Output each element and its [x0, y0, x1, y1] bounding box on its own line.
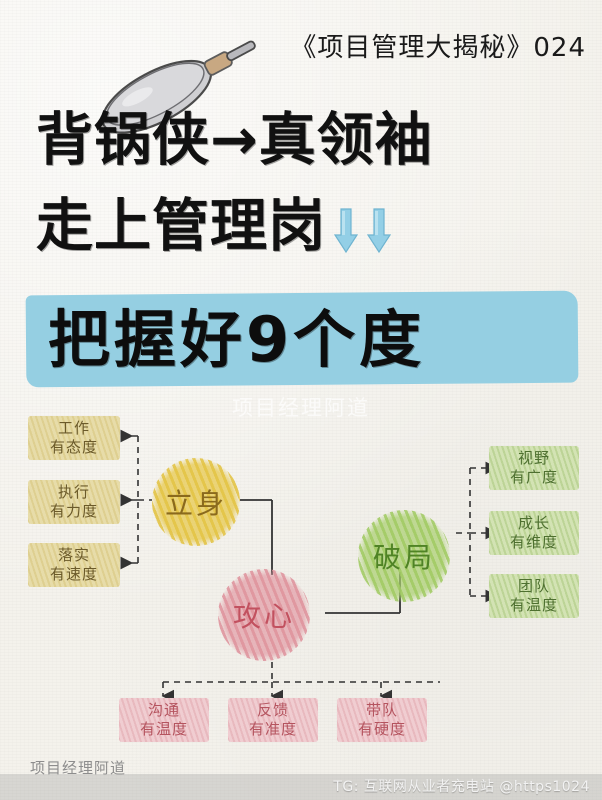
leaf-line-1: 带队 — [365, 701, 398, 719]
leaf-node-left-3[interactable]: 落实 有速度 — [28, 543, 120, 587]
leaf-line-1: 视野 — [517, 449, 550, 467]
leaf-node-right-1[interactable]: 视野 有广度 — [489, 446, 579, 490]
down-arrow-icon-1 — [333, 207, 359, 255]
diagram-connectors — [120, 429, 499, 703]
hub-label: 破局 — [372, 541, 435, 574]
headline-line-3: 把握好9个度 — [48, 303, 426, 376]
headline-line-1: 背锅侠→真领袖 — [36, 107, 433, 173]
leaf-line-1: 执行 — [57, 483, 90, 501]
leaf-node-bottom-2[interactable]: 反馈 有准度 — [228, 698, 318, 742]
hub-node-lishen[interactable]: 立身 — [152, 458, 240, 546]
leaf-line-2: 有硬度 — [357, 720, 406, 738]
hub-node-poju[interactable]: 破局 — [358, 510, 450, 602]
leaf-line-2: 有温度 — [139, 720, 188, 738]
down-arrow-icon-2 — [366, 207, 392, 255]
leaf-node-left-1[interactable]: 工作 有态度 — [28, 416, 120, 460]
leaf-node-bottom-3[interactable]: 带队 有硬度 — [337, 698, 427, 742]
leaf-line-1: 反馈 — [256, 701, 289, 719]
leaf-node-right-3[interactable]: 团队 有温度 — [489, 574, 579, 618]
highlighted-headline-row: 把握好9个度 — [25, 290, 579, 388]
leaf-node-right-2[interactable]: 成长 有维度 — [489, 511, 579, 555]
leaf-line-1: 落实 — [57, 546, 90, 564]
footer-credit-label: TG: 互联网从业者充电站 @https1024 — [333, 779, 590, 795]
leaf-line-2: 有力度 — [49, 502, 98, 520]
headline-line-2-text: 走上管理岗 — [36, 193, 326, 259]
leaf-line-2: 有态度 — [49, 438, 98, 456]
footer-bar — [0, 774, 602, 800]
hub-label: 立身 — [164, 487, 227, 520]
leaf-line-1: 成长 — [517, 514, 550, 532]
series-header-label: 《项目管理大揭秘》024 — [290, 33, 586, 63]
leaf-node-bottom-1[interactable]: 沟通 有温度 — [119, 698, 209, 742]
leaf-line-2: 有速度 — [49, 565, 98, 583]
magnifying-glass-icon — [82, 34, 272, 139]
leaf-line-2: 有维度 — [509, 533, 558, 551]
hub-label: 攻心 — [232, 600, 295, 633]
leaf-line-2: 有准度 — [248, 720, 297, 738]
leaf-line-2: 有温度 — [509, 596, 558, 614]
leaf-node-left-2[interactable]: 执行 有力度 — [28, 480, 120, 524]
leaf-line-1: 沟通 — [147, 701, 180, 719]
leaf-line-1: 团队 — [517, 577, 550, 595]
center-watermark: 项目经理阿道 — [232, 396, 370, 420]
leaf-line-2: 有广度 — [509, 468, 558, 486]
leaf-line-1: 工作 — [57, 419, 90, 437]
bottom-left-watermark: 项目经理阿道 — [30, 759, 127, 777]
mindmap-diagram: 工作 有态度 执行 有力度 落实 有速度 立身 攻心 破局 视野 有广度 成长 … — [0, 400, 602, 760]
hub-node-gongxin[interactable]: 攻心 — [218, 569, 310, 661]
headline-line-2: 走上管理岗 — [36, 198, 392, 255]
